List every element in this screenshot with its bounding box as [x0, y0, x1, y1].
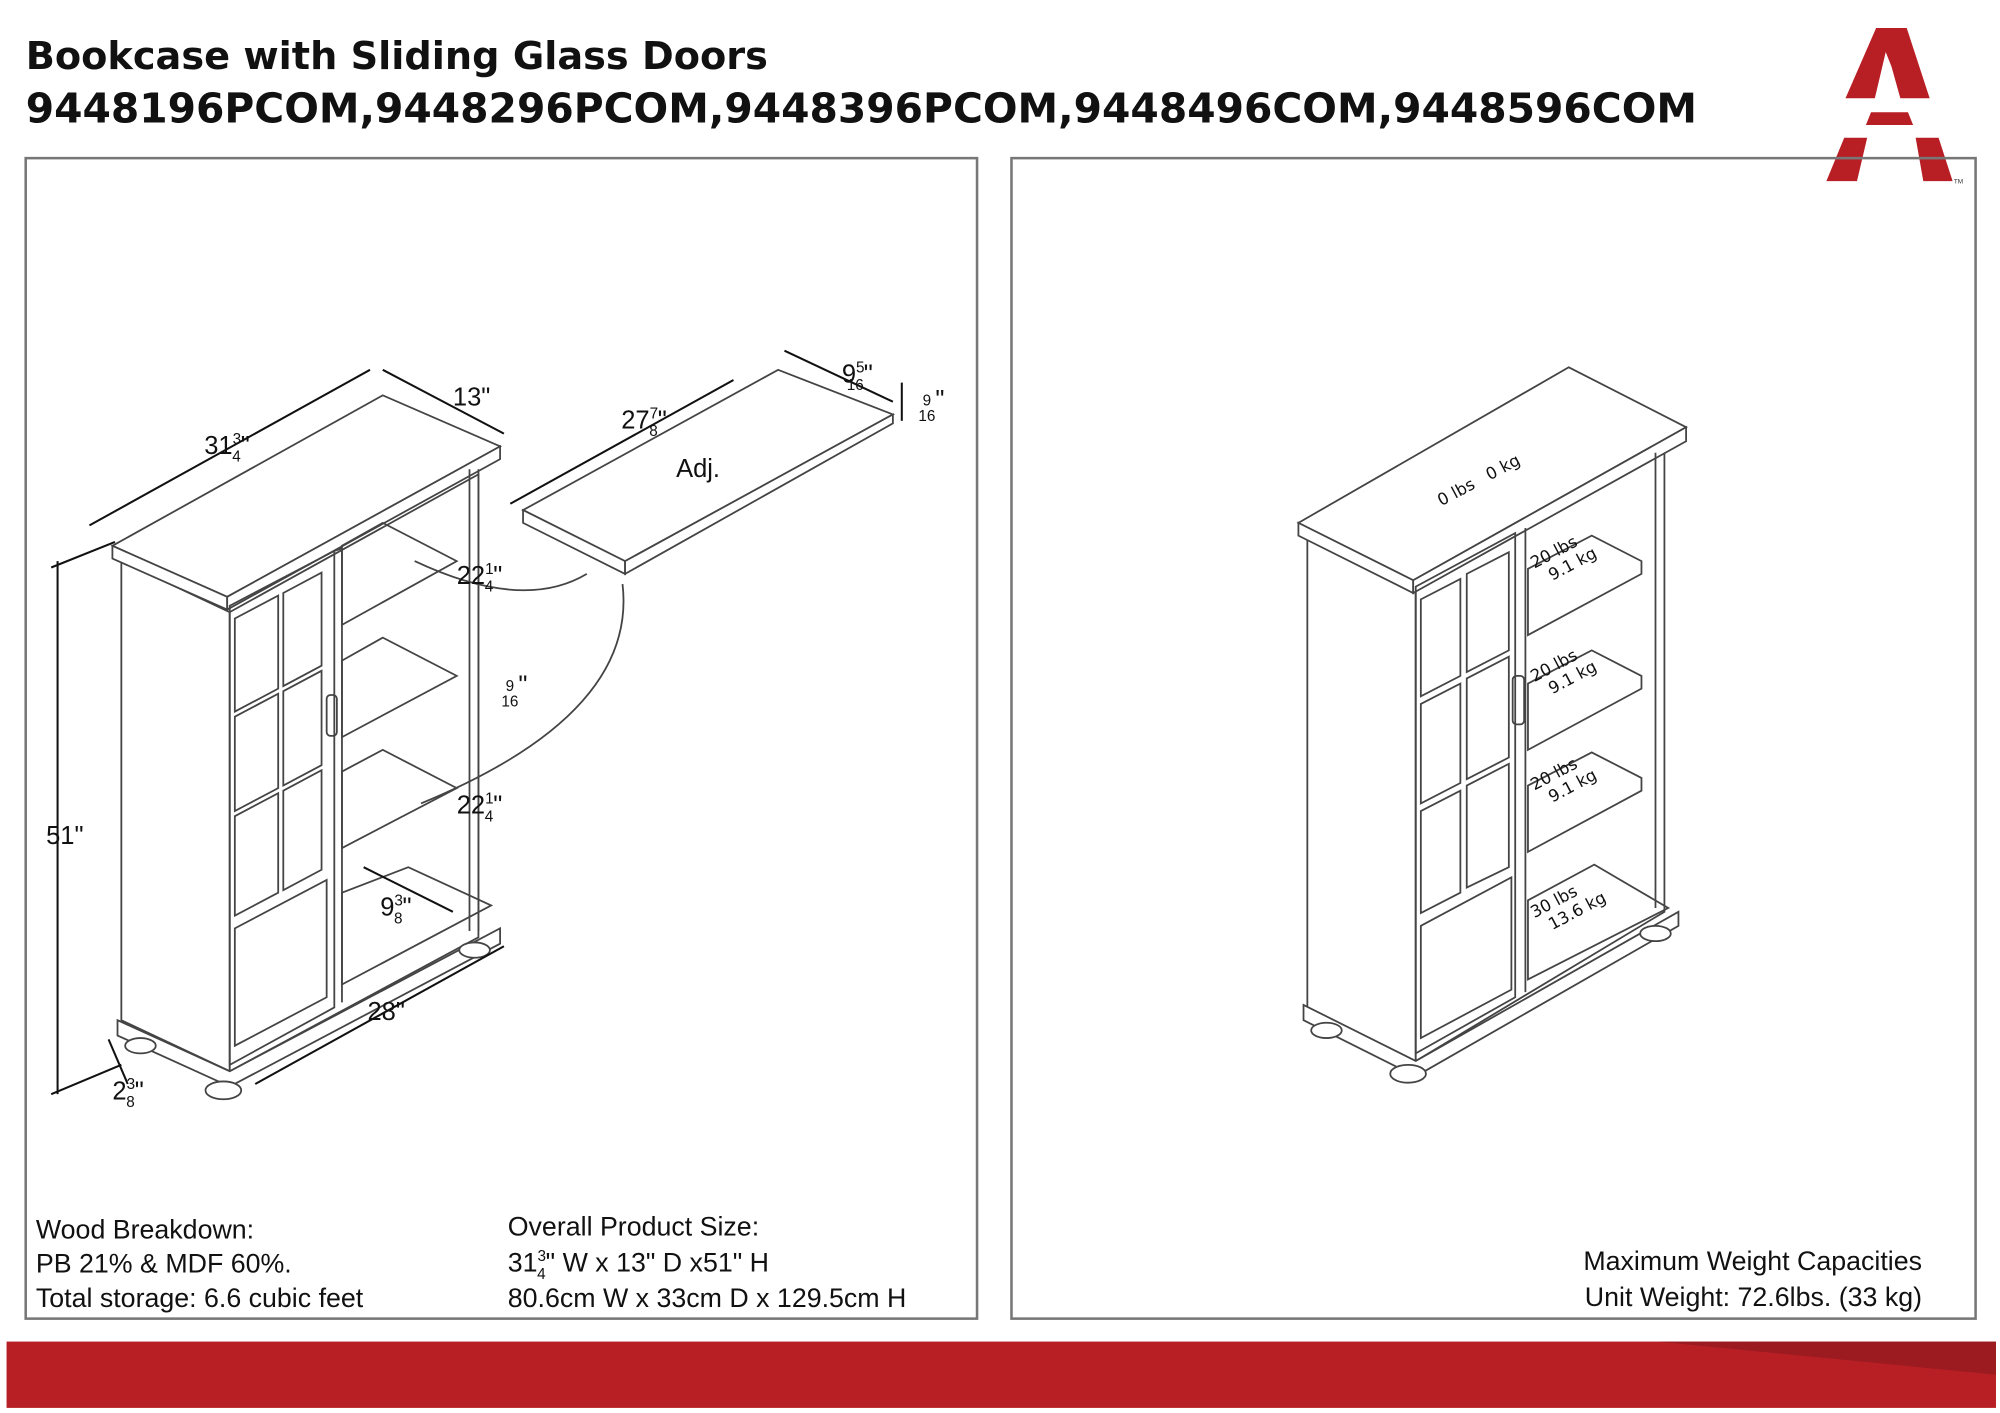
- adjustable-shelf-label: Adj.: [676, 455, 720, 483]
- logo-tm: TM: [1954, 179, 1963, 186]
- overall-size-heading: Overall Product Size:: [508, 1212, 759, 1242]
- right-panel-frame: [1010, 156, 1977, 1320]
- dim-height: 51": [46, 822, 83, 850]
- right-cabinet-drawing: [1296, 366, 1688, 1084]
- brand-logo: TM: [1826, 28, 1963, 186]
- dim-depth: 13": [453, 384, 490, 412]
- total-storage: Total storage: 6.6 cubic feet: [36, 1283, 364, 1313]
- left-panel-frame: [24, 156, 979, 1320]
- unit-weight: Unit Weight: 72.6lbs. (33 kg): [1585, 1282, 1922, 1312]
- overall-size-metric: 80.6cm W x 33cm D x 129.5cm H: [508, 1283, 907, 1313]
- model-numbers: 9448196PCOM,9448296PCOM,9448396PCOM,9448…: [26, 84, 1697, 132]
- footer-band: [6, 1341, 1996, 1408]
- left-cabinet-drawing: [50, 349, 903, 1101]
- dim-inner-width: 28": [367, 998, 404, 1026]
- weight-capacity-caption: Maximum Weight Capacities: [1583, 1246, 1922, 1276]
- wood-breakdown-heading: Wood Breakdown:: [36, 1214, 254, 1244]
- product-title: Bookcase with Sliding Glass Doors: [26, 34, 768, 79]
- wood-composition: PB 21% & MDF 60%.: [36, 1249, 292, 1279]
